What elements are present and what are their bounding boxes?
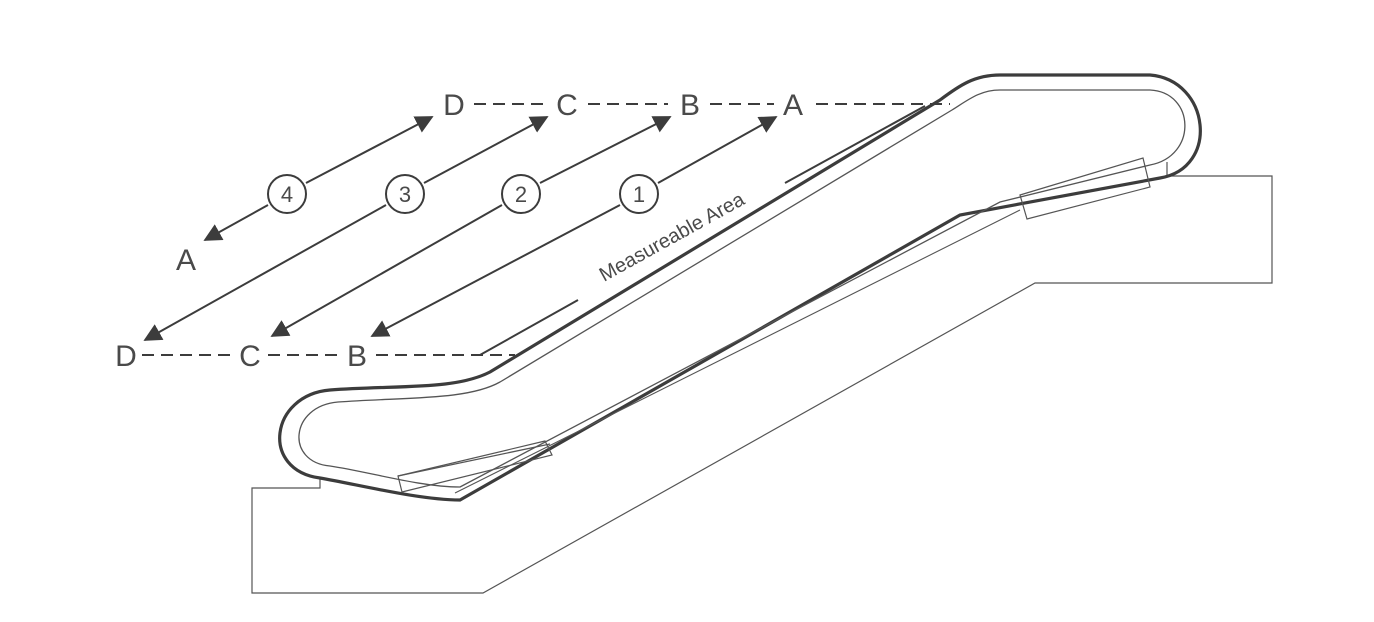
arrow-1-lower <box>370 204 621 337</box>
marker-2: 2 <box>501 174 541 214</box>
marker-4: 4 <box>267 174 307 214</box>
marker-2-label: 2 <box>515 182 527 207</box>
label-bottom-b: B <box>347 340 367 373</box>
arrow-3-lower <box>143 204 387 341</box>
handrail-outer <box>278 73 1202 502</box>
lower-comb-plate <box>397 440 553 493</box>
label-top-b: B <box>680 89 700 122</box>
marker-4-label: 4 <box>281 182 293 207</box>
step-band <box>397 443 551 477</box>
marker-1-label: 1 <box>633 182 645 207</box>
label-bottom-c: C <box>239 340 261 373</box>
measure-line-upper <box>784 105 926 184</box>
label-top-d: D <box>443 89 465 122</box>
measure-line-lower <box>479 299 579 356</box>
arrow-3-upper <box>423 116 549 184</box>
marker-1: 1 <box>619 174 659 214</box>
upper-comb-plate <box>1019 157 1151 220</box>
measureable-area-label: Measureable Area <box>596 188 749 286</box>
marker-3-label: 3 <box>399 182 411 207</box>
label-bottom-d: D <box>115 340 137 373</box>
arrow-2-upper <box>539 116 672 184</box>
truss-outline <box>251 162 1273 594</box>
arrow-4-upper <box>305 116 434 184</box>
arrow-4-lower <box>203 204 269 241</box>
step-band-line <box>454 209 1021 494</box>
arrow-2-lower <box>270 204 503 337</box>
label-top-a: A <box>783 89 803 122</box>
label-top-c: C <box>556 89 578 122</box>
arrow-1-upper <box>657 116 778 184</box>
marker-3: 3 <box>385 174 425 214</box>
label-left-a: A <box>176 244 196 277</box>
handrail-inner <box>298 89 1186 488</box>
